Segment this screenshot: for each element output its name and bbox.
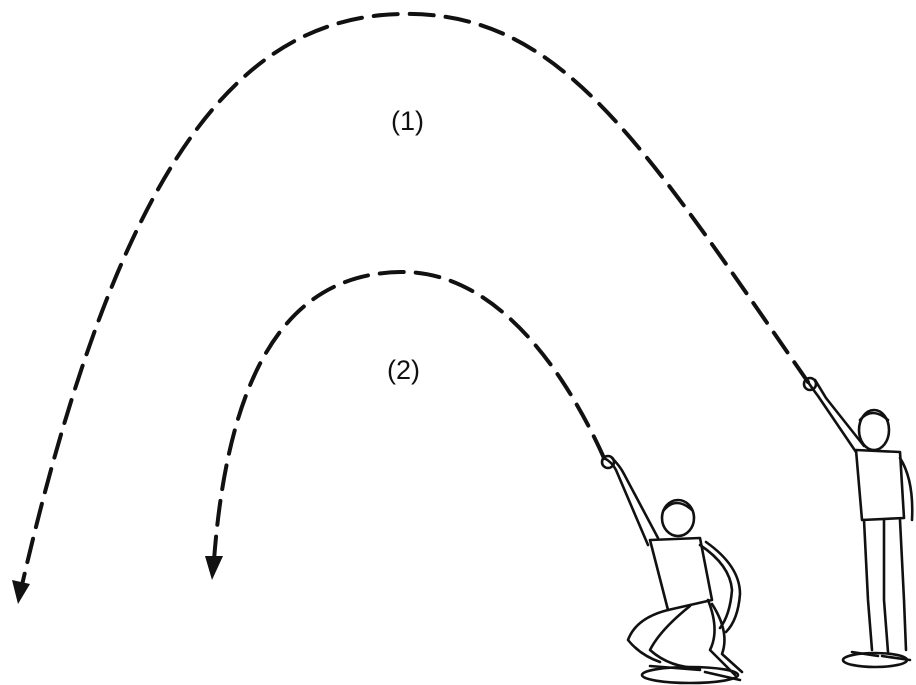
trajectory-2-arrowhead bbox=[205, 556, 223, 580]
trajectory-2-arc bbox=[214, 272, 604, 560]
trajectory-1-label: (1) bbox=[391, 108, 424, 135]
trajectory-1-arc bbox=[22, 14, 808, 585]
standing-thrower-figure bbox=[804, 378, 912, 667]
trajectory-2-label: (2) bbox=[387, 357, 420, 384]
trajectory-1-arrowhead bbox=[12, 580, 30, 604]
crouching-thrower-figure bbox=[602, 456, 742, 683]
